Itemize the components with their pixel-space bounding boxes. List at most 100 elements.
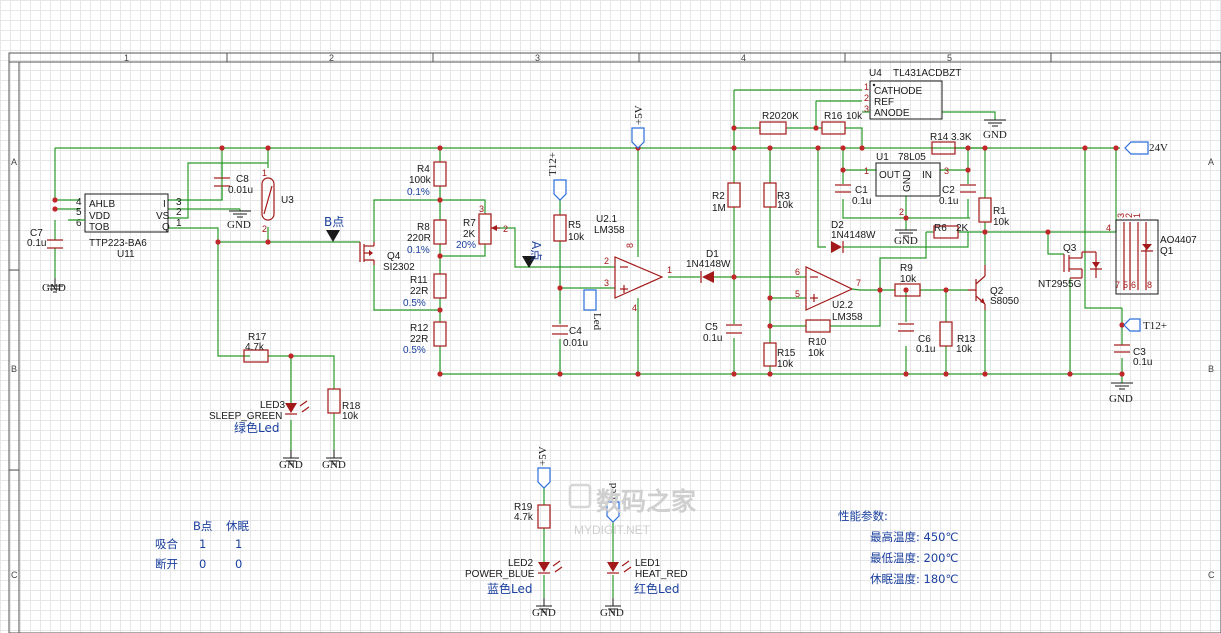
u3-touch-sensor[interactable]: 1 2 U3 xyxy=(261,168,294,234)
svg-text:LM358: LM358 xyxy=(832,312,863,323)
svg-text:ANODE: ANODE xyxy=(874,108,910,119)
r10-resistor[interactable]: R10 10k xyxy=(805,319,831,359)
led2-power-blue[interactable]: LED2 POWER_BLUE 蓝色Led GND xyxy=(465,558,563,619)
svg-text:1: 1 xyxy=(176,218,182,229)
svg-text:10k: 10k xyxy=(808,348,825,359)
r1-resistor[interactable]: R1 10k xyxy=(978,197,1010,228)
svg-text:C5: C5 xyxy=(705,322,718,333)
point-a-marker: A点 xyxy=(522,241,543,268)
r15-resistor[interactable]: R15 10k xyxy=(763,342,796,370)
c6-capacitor[interactable]: C6 0.1u xyxy=(898,323,935,355)
led-net-flag-bottom: Led xyxy=(606,482,620,523)
svg-text:T12+: T12+ xyxy=(1143,320,1167,332)
svg-text:Q1: Q1 xyxy=(1160,246,1174,257)
c1-capacitor[interactable]: C1 0.1u xyxy=(835,184,871,207)
r6-resistor[interactable]: R6 2K xyxy=(933,223,969,239)
d2-diode[interactable]: D2 1N4148W xyxy=(831,220,876,253)
u21-opamp[interactable]: 2 3 1 8 4 U2.1 LM358 xyxy=(594,214,672,313)
r5-resistor[interactable]: R5 10k xyxy=(553,214,585,243)
d1-diode[interactable]: D1 1N4148W xyxy=(686,249,731,283)
svg-text:T12+: T12+ xyxy=(547,152,559,176)
svg-text:3: 3 xyxy=(1116,213,1126,218)
svg-text:Led: Led xyxy=(591,313,603,331)
svg-text:1: 1 xyxy=(667,265,672,275)
svg-text:GND: GND xyxy=(227,219,251,231)
q2-npn-transistor[interactable]: Q2 S8050 xyxy=(968,265,1019,310)
r12-resistor[interactable]: R12 22R 0.5% xyxy=(403,321,447,356)
svg-text:GND: GND xyxy=(894,235,918,247)
led3-sleep-green[interactable]: LED3 SLEEP_GREEN 绿色Led GND xyxy=(209,400,310,471)
r4-resistor[interactable]: R4 100k 0.1% xyxy=(407,161,447,198)
svg-text:TOB: TOB xyxy=(89,222,110,233)
svg-text:1N4148W: 1N4148W xyxy=(831,230,876,241)
svg-text:C3: C3 xyxy=(1133,347,1146,358)
c4-capacitor[interactable]: C4 0.01u xyxy=(552,325,588,349)
svg-text:5: 5 xyxy=(1123,280,1128,290)
r14-resistor[interactable]: R14 3.3K xyxy=(930,132,972,155)
c2-capacitor[interactable]: C2 0.1u xyxy=(939,184,976,207)
frame-col-1: 1 xyxy=(124,53,129,63)
svg-text:GND: GND xyxy=(902,170,913,192)
svg-text:220R: 220R xyxy=(407,233,431,244)
q3-mosfet[interactable]: Q3 NT2955G xyxy=(1038,243,1102,290)
c3-capacitor[interactable]: C3 0.1u GND xyxy=(1109,344,1152,405)
led1-heat-red[interactable]: LED1 HEAT_RED 红色Led GND xyxy=(600,558,688,619)
svg-text:R5: R5 xyxy=(568,220,581,231)
r16-resistor[interactable]: R16 10k xyxy=(821,111,863,135)
r8-resistor[interactable]: R8 220R 0.1% xyxy=(407,219,447,256)
svg-text:R17: R17 xyxy=(248,332,267,343)
svg-text:R3: R3 xyxy=(777,191,790,202)
svg-text:GND: GND xyxy=(983,129,1007,141)
r7-potentiometer[interactable]: 3 2 R7 2K 20% xyxy=(456,204,508,251)
svg-text:B点: B点 xyxy=(324,215,344,229)
q1-ao4407[interactable]: 4 3 2 1 7 5 6 8 AO4407 Q1 xyxy=(1106,213,1197,295)
r18-resistor[interactable]: R18 10k GND xyxy=(322,388,361,471)
svg-text:VDD: VDD xyxy=(89,211,110,222)
r9-resistor[interactable]: R9 10k xyxy=(894,263,921,297)
svg-text:LED3: LED3 xyxy=(260,400,285,411)
specs-title: 性能参数: xyxy=(838,509,888,523)
r20-resistor[interactable]: R20 20K xyxy=(759,111,799,135)
v24-net-flag: 24V xyxy=(1124,141,1168,155)
u1-78l05[interactable]: OUT IN GND 1 3 2 U1 78L05 GND xyxy=(864,152,949,247)
svg-text:10k: 10k xyxy=(777,359,794,370)
svg-text:U4: U4 xyxy=(869,68,882,79)
svg-text:6: 6 xyxy=(76,218,82,229)
svg-text:R15: R15 xyxy=(777,348,796,359)
performance-specs: 性能参数: 最高温度: 450℃ 最低温度: 200℃ 休眠温度: 180℃ xyxy=(838,509,958,586)
svg-text:2K: 2K xyxy=(956,223,969,234)
c8-capacitor[interactable]: C8 0.01u GND xyxy=(214,163,253,231)
svg-text:0: 0 xyxy=(235,557,242,571)
svg-text:U11: U11 xyxy=(117,249,135,260)
svg-text:8: 8 xyxy=(1147,280,1152,290)
svg-text:1: 1 xyxy=(1132,213,1142,218)
svg-text:U2.2: U2.2 xyxy=(832,300,854,311)
svg-text:GND: GND xyxy=(600,607,624,619)
c5-capacitor[interactable]: C5 0.1u xyxy=(703,322,742,344)
svg-text:7: 7 xyxy=(856,278,861,288)
svg-text:R2: R2 xyxy=(712,191,725,202)
r3-resistor[interactable]: R3 10k xyxy=(763,182,794,211)
frame-col-2: 2 xyxy=(329,53,334,63)
svg-text:R10: R10 xyxy=(808,337,827,348)
r2-resistor[interactable]: R2 1M xyxy=(712,182,741,214)
svg-text:LED2: LED2 xyxy=(508,558,533,569)
svg-text:R19: R19 xyxy=(514,502,533,513)
u11-ttp223[interactable]: AHLB VDD TOB I VS Q 4 5 6 3 2 1 TTP223-B… xyxy=(68,193,182,260)
r11-resistor[interactable]: R11 22R 0.5% xyxy=(403,273,447,309)
svg-text:2K: 2K xyxy=(463,229,476,240)
svg-text:R16: R16 xyxy=(824,111,843,122)
spec-max-temp: 最高温度: 450℃ xyxy=(870,530,958,544)
r17-resistor[interactable]: R17 4.7k xyxy=(243,332,269,363)
svg-text:2: 2 xyxy=(864,93,869,103)
r19-resistor[interactable]: R19 4.7k xyxy=(514,502,551,529)
r13-resistor[interactable]: R13 10k xyxy=(939,321,976,355)
u4-tl431[interactable]: CATHODE REF ANODE 1 2 3 U4 TL431ACDBZT G… xyxy=(862,68,1007,141)
c7-capacitor[interactable]: C7 0.1u GND xyxy=(27,228,66,294)
svg-text:1: 1 xyxy=(235,537,242,551)
u22-opamp[interactable]: 6 5 7 U2.2 LM358 xyxy=(795,266,863,323)
q4-mosfet[interactable]: Q4 SI2302 xyxy=(359,242,415,273)
svg-text:24V: 24V xyxy=(1149,142,1168,154)
